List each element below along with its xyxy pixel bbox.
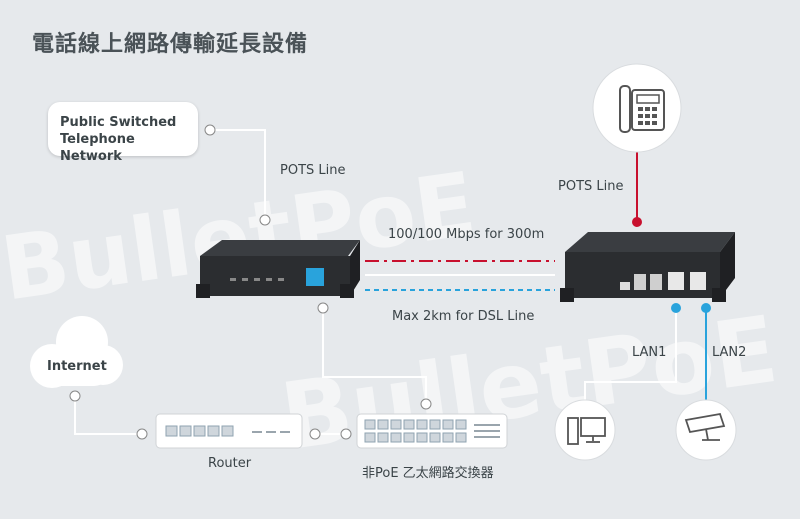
- pots-line-left-label: POTS Line: [280, 163, 346, 178]
- lan1-to-pc-line: [584, 308, 677, 404]
- left-device-to-switch-line: [322, 308, 427, 404]
- lan2-dot: [701, 303, 711, 313]
- switch-device: [356, 413, 508, 449]
- internet-to-router-line: [74, 396, 142, 435]
- internet-dot: [69, 390, 81, 402]
- left-device-top-dot: [259, 214, 271, 226]
- telephone-icon: [592, 63, 682, 153]
- internet-label: Internet: [47, 359, 107, 374]
- pots-line-right-label: POTS Line: [558, 179, 624, 194]
- left-device-bottom-dot: [317, 302, 329, 314]
- router-device: [155, 413, 303, 449]
- left-extender-device: [196, 240, 360, 298]
- pstn-dot: [204, 124, 216, 136]
- pc-icon: [554, 399, 616, 461]
- distance-label: Max 2km for DSL Line: [392, 309, 535, 324]
- phone-dot: [632, 217, 642, 227]
- camera-icon: [675, 399, 737, 461]
- switch-top-dot: [420, 398, 432, 410]
- lan2-label: LAN2: [712, 345, 747, 360]
- page-title: 電話線上網路傳輸延長設備: [32, 32, 309, 57]
- switch-left-dot: [340, 428, 352, 440]
- speed-label: 100/100 Mbps for 300m: [388, 227, 545, 242]
- lan1-dot: [671, 303, 681, 313]
- internet-cloud-icon: [30, 316, 123, 388]
- router-right-dot: [309, 428, 321, 440]
- right-extender-device: [560, 232, 735, 302]
- router-left-dot: [136, 428, 148, 440]
- pstn-to-left-device-line: [210, 129, 266, 218]
- lan1-label: LAN1: [632, 345, 667, 360]
- switch-label: 非PoE 乙太網路交換器: [362, 466, 494, 481]
- router-label: Router: [208, 456, 252, 471]
